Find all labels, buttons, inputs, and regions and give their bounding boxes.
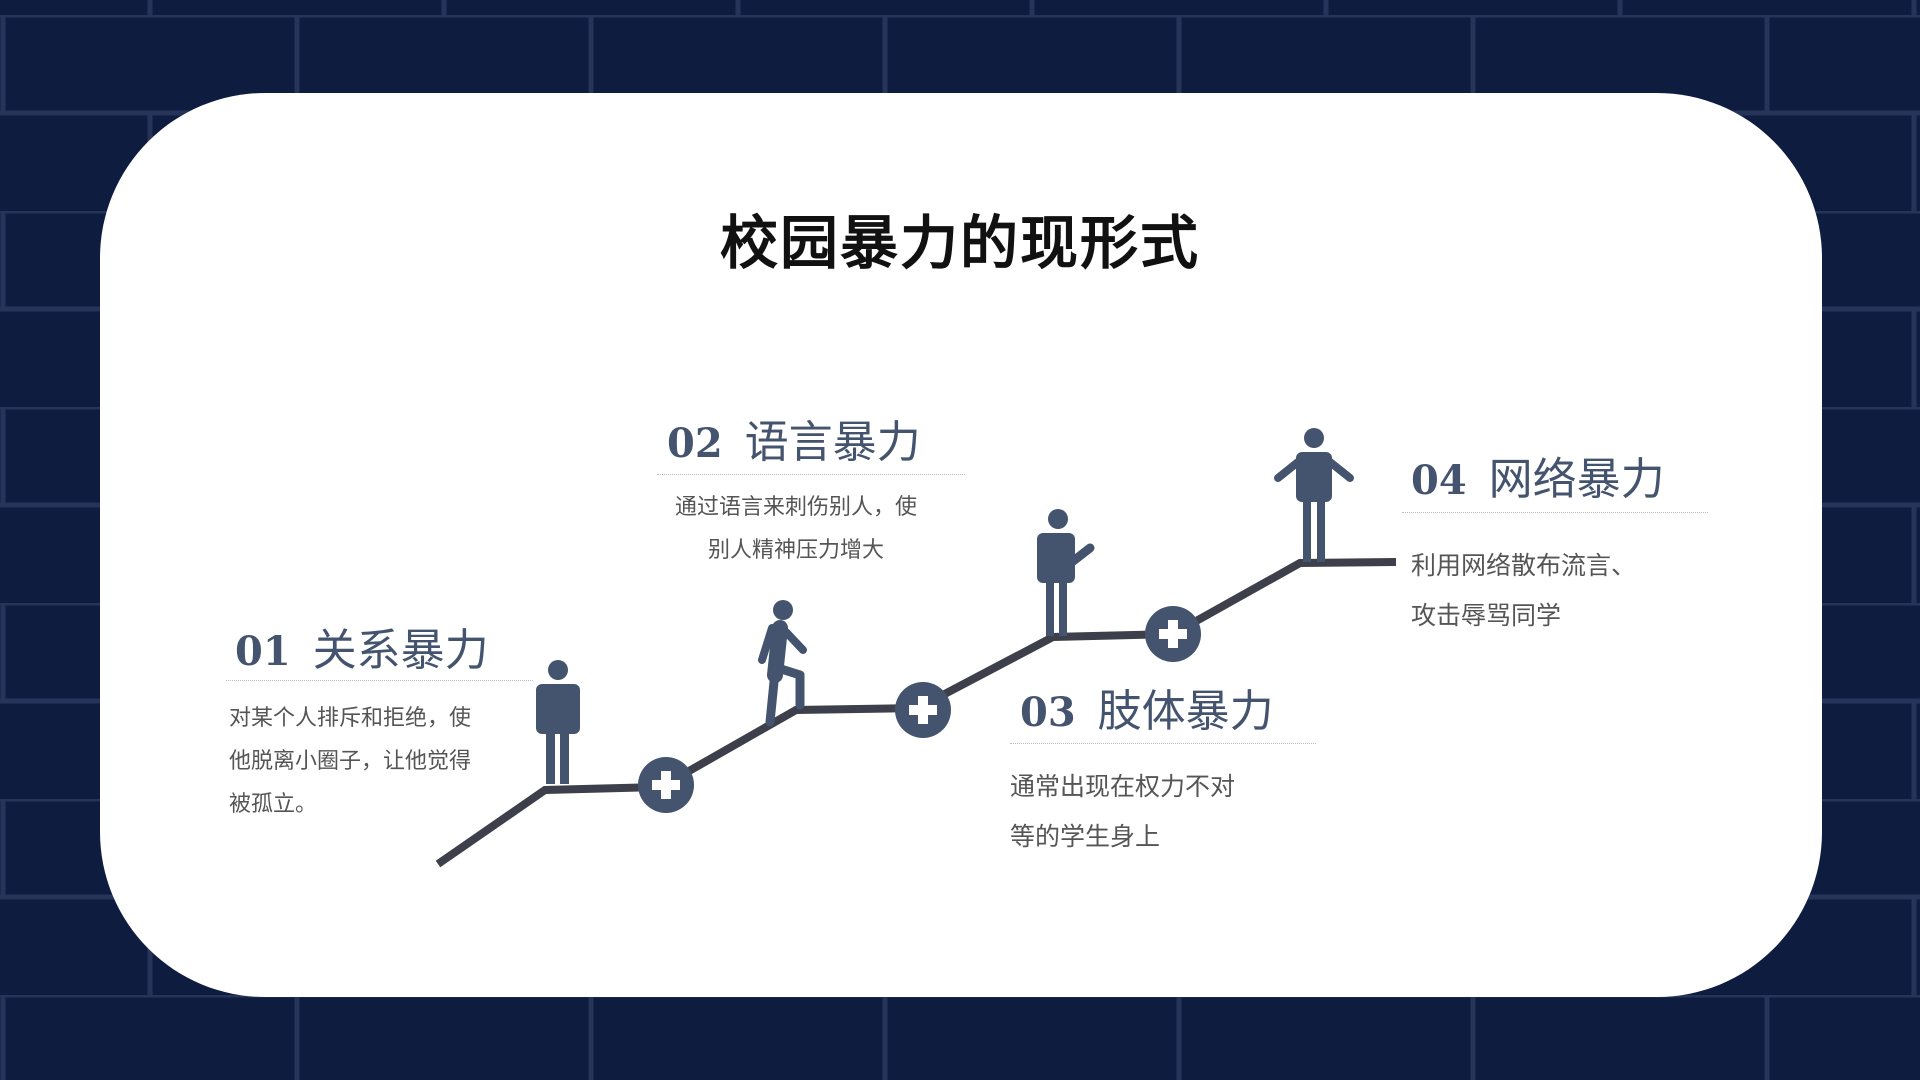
divider <box>226 680 533 681</box>
step-1-description: 对某个人排斥和拒绝，使 他脱离小圈子，让他觉得 被孤立。 <box>229 697 471 826</box>
plus-icon <box>1145 606 1201 662</box>
step-label: 肢体暴力 <box>1097 686 1274 737</box>
desc-line: 对某个人排斥和拒绝，使 <box>229 706 472 731</box>
step-label: 语言暴力 <box>744 417 921 468</box>
desc-line: 通过语言来刺伤别人，使 <box>674 495 917 520</box>
walking-person-icon <box>758 600 807 727</box>
step-label: 网络暴力 <box>1488 454 1665 505</box>
divider <box>1402 512 1708 513</box>
step-number: 04 <box>1411 457 1467 504</box>
plus-icon <box>895 682 951 738</box>
desc-line: 他脱离小圈子，让他觉得 <box>229 749 472 774</box>
divider <box>657 474 965 475</box>
step-number: 03 <box>1020 689 1076 736</box>
desc-line: 通常出现在权力不对 <box>1010 772 1236 801</box>
content-card <box>100 93 1822 997</box>
desc-line: 被孤立。 <box>229 792 318 817</box>
plus-icon <box>638 757 694 813</box>
step-number: 01 <box>235 628 291 675</box>
step-3-heading: 03 肢体暴力 <box>1020 675 1274 739</box>
step-label: 关系暴力 <box>312 625 489 676</box>
step-number: 02 <box>667 420 723 467</box>
divider <box>1010 743 1316 744</box>
pointing-person-icon <box>1037 509 1095 636</box>
desc-line: 利用网络散布流言、 <box>1411 551 1637 580</box>
shrugging-person-icon <box>1274 428 1354 562</box>
desc-line: 攻击辱骂同学 <box>1411 601 1562 630</box>
desc-line: 等的学生身上 <box>1010 822 1161 851</box>
step-4-heading: 04 网络暴力 <box>1411 443 1665 507</box>
step-2-description: 通过语言来刺伤别人，使 别人精神压力增大 <box>657 486 935 572</box>
step-3-description: 通常出现在权力不对 等的学生身上 <box>1010 762 1235 862</box>
standing-person-icon <box>536 660 580 784</box>
step-4-description: 利用网络散布流言、 攻击辱骂同学 <box>1411 541 1636 641</box>
desc-line: 别人精神压力增大 <box>707 538 884 563</box>
step-1-heading: 01 关系暴力 <box>235 614 489 678</box>
page-title: 校园暴力的现形式 <box>719 209 1200 277</box>
step-2-heading: 02 语言暴力 <box>667 406 921 470</box>
